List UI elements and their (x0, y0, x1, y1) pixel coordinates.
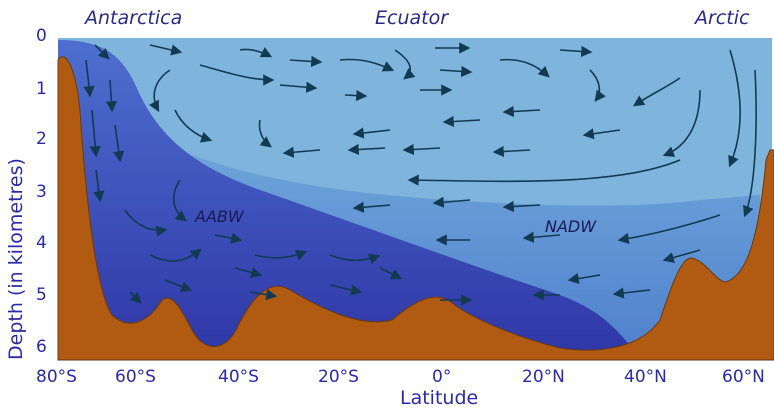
flow-arrow (329, 253, 381, 265)
x-tick: 80°S (36, 367, 77, 387)
flow-arrow (567, 273, 601, 285)
flow-arrow (617, 214, 721, 245)
water-mass-label-aabw: AABW (194, 207, 245, 226)
flow-arrow (502, 200, 541, 213)
flow-arrow (612, 287, 651, 299)
y-axis: 0 1 2 3 4 5 6 Depth (in kilometres) (5, 26, 47, 360)
flow-arrow (83, 59, 95, 98)
y-tick: 6 (36, 337, 47, 357)
region-label-arctic: Arctic (693, 7, 750, 29)
seafloor (57, 56, 774, 361)
x-axis-title: Latitude (400, 387, 478, 409)
flow-arrow (149, 248, 202, 262)
flow-arrow (89, 109, 101, 158)
flow-arrow (289, 55, 323, 68)
flow-arrow (662, 249, 701, 263)
flow-arrow (582, 128, 621, 140)
flow-arrow (282, 146, 321, 158)
flow-arrow (94, 44, 110, 60)
flow-arrow (258, 119, 272, 148)
y-tick: 1 (36, 79, 47, 99)
y-tick: 2 (36, 129, 47, 149)
flow-arrow (214, 232, 243, 244)
flow-arrow (174, 109, 213, 143)
flow-arrow (329, 284, 363, 296)
x-axis: 80°S 60°S 40°S 20°S 0° 20°N 40°N 60°N La… (36, 367, 765, 409)
flow-arrow (113, 124, 125, 163)
flow-arrow (172, 179, 187, 222)
y-tick: 5 (36, 285, 47, 305)
aabw-water-body (58, 40, 640, 360)
flow-arrow (728, 49, 741, 168)
flow-arrow (93, 169, 105, 203)
x-tick: 60°N (722, 367, 765, 387)
flow-arrow (339, 58, 395, 72)
flow-arrow (239, 47, 273, 58)
flow-arrow (352, 127, 391, 139)
flow-arrow (379, 267, 403, 280)
flow-arrow (105, 79, 118, 113)
flow-arrow (589, 69, 606, 102)
flow-arrow (254, 250, 308, 261)
flow-arrow (502, 105, 541, 118)
circulation-arrows (83, 42, 757, 306)
y-tick: 0 (36, 26, 47, 46)
flow-arrow (129, 291, 142, 304)
flow-arrow (352, 201, 391, 213)
x-tick: 40°N (624, 367, 667, 387)
flow-arrow (559, 45, 593, 58)
x-tick: 40°S (218, 367, 259, 387)
flow-arrow (432, 196, 471, 208)
x-tick: 0° (432, 367, 451, 387)
flow-arrow (149, 44, 183, 56)
x-tick: 20°S (318, 367, 359, 387)
flow-arrow (279, 81, 318, 93)
flow-arrow (249, 289, 278, 301)
flow-arrow (394, 49, 416, 80)
flow-arrow (234, 267, 263, 279)
flow-arrow (402, 143, 441, 156)
x-tick: 20°N (522, 367, 565, 387)
flow-arrow (347, 143, 386, 156)
y-tick: 3 (36, 182, 47, 202)
flow-arrow (164, 279, 193, 292)
flow-arrow (148, 69, 171, 113)
flow-arrow (344, 89, 368, 102)
x-tick: 60°S (115, 367, 156, 387)
flow-arrow (124, 209, 168, 237)
flow-arrow (499, 58, 550, 78)
flow-arrow (407, 159, 681, 186)
flow-arrow (633, 77, 681, 107)
region-label-antarctica: Antarctica (83, 7, 182, 29)
y-axis-title: Depth (in kilometres) (5, 158, 27, 360)
flow-arrow (522, 231, 561, 243)
flow-arrow (442, 115, 481, 128)
flow-arrow (743, 69, 757, 218)
water-mass-label-nadw: NADW (545, 217, 597, 236)
region-label-equator: Ecuator (375, 7, 449, 29)
flow-arrow (199, 64, 275, 86)
flow-arrow (662, 89, 701, 157)
flow-arrow (492, 145, 531, 158)
flow-arrow (439, 65, 473, 78)
y-tick: 4 (36, 233, 47, 253)
